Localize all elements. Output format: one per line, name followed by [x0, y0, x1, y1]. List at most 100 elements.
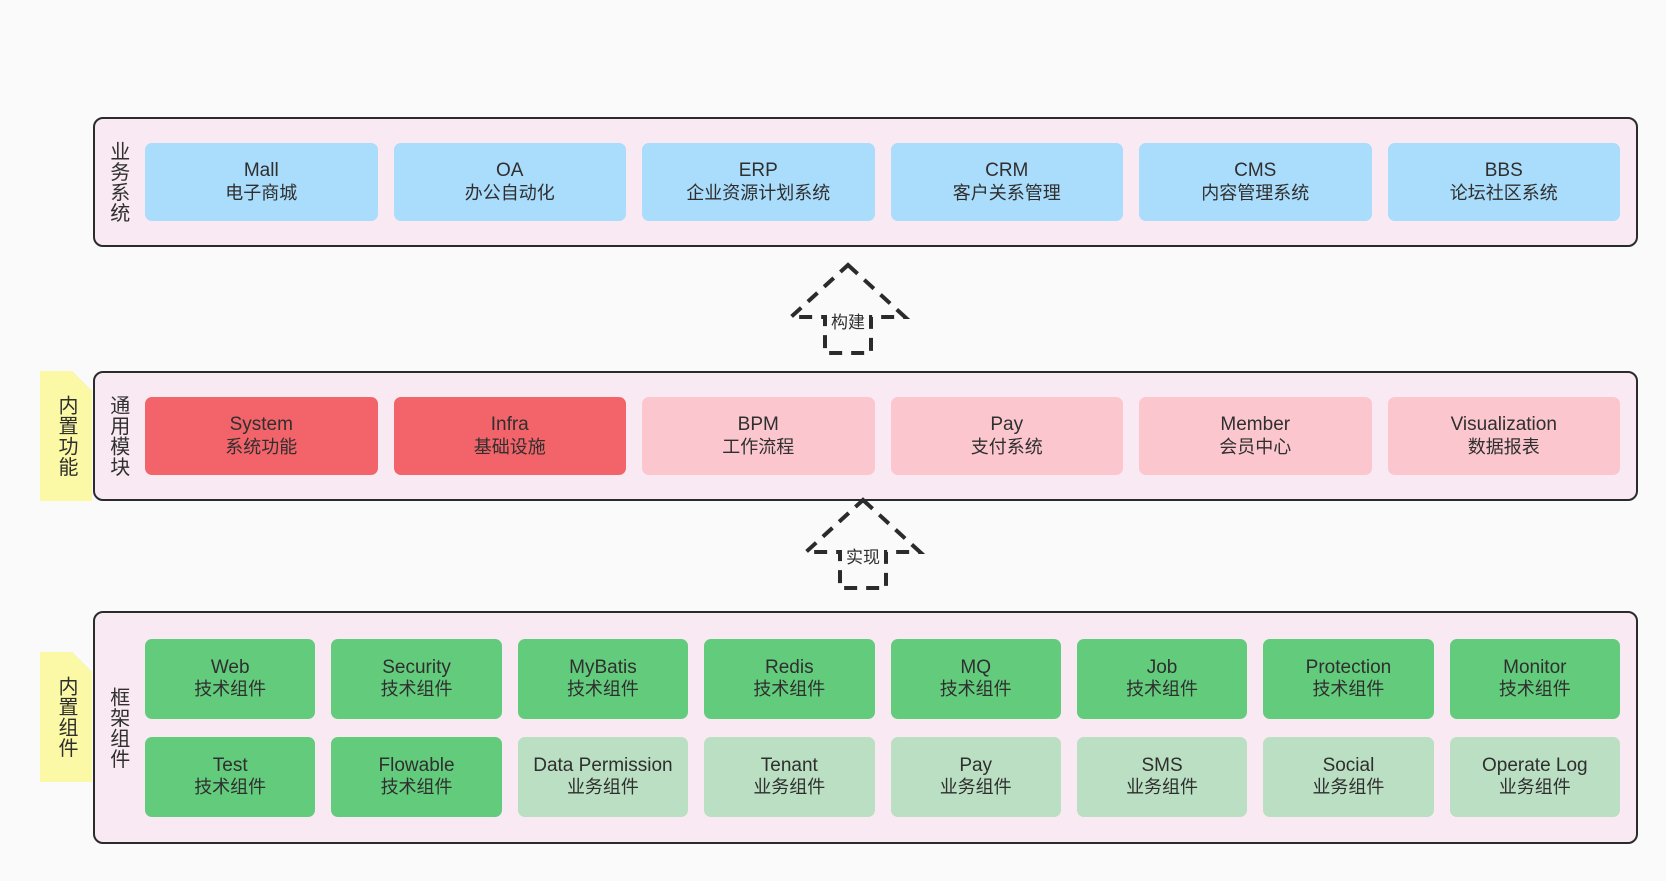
node-subtitle: 工作流程 [722, 436, 795, 457]
node-bbs[interactable]: BBS 论坛社区系统 [1387, 143, 1620, 221]
node-data-permission[interactable]: Data Permission 业务组件 [517, 736, 689, 817]
node-mall[interactable]: Mall 电子商城 [145, 143, 378, 221]
node-subtitle: 技术组件 [1126, 679, 1199, 700]
node-mybatis[interactable]: MyBatis 技术组件 [517, 638, 689, 719]
node-subtitle: 客户关系管理 [952, 182, 1061, 203]
node-title: CMS [1234, 160, 1277, 182]
node-title: System [229, 414, 293, 436]
modules-row: System 系统功能 Infra 基础设施 BPM 工作流程 Pay 支付系统… [145, 397, 1620, 475]
node-title: Test [212, 754, 248, 776]
layer-framework-title: 框架组件 [106, 686, 129, 769]
node-operate-log[interactable]: Operate Log 业务组件 [1449, 736, 1620, 817]
node-subtitle: 业务组件 [753, 777, 826, 798]
node-subtitle: 技术组件 [380, 777, 453, 798]
node-subtitle: 会员中心 [1219, 436, 1292, 457]
node-subtitle: 支付系统 [970, 436, 1043, 457]
node-title: Data Permission [533, 754, 673, 776]
node-sms[interactable]: SMS 业务组件 [1076, 736, 1248, 817]
node-subtitle: 技术组件 [1312, 679, 1385, 700]
node-title: Social [1322, 754, 1375, 776]
node-oa[interactable]: OA 办公自动化 [393, 143, 626, 221]
node-title: Flowable [378, 754, 455, 776]
node-security[interactable]: Security 技术组件 [331, 638, 502, 719]
node-subtitle: 技术组件 [566, 679, 639, 700]
layer-business-title: 业务系统 [106, 141, 129, 223]
node-subtitle: 技术组件 [194, 777, 267, 798]
node-subtitle: 电子商城 [225, 182, 298, 203]
layer-common-modules[interactable]: 通用模块 System 系统功能 Infra 基础设施 BPM 工作流程 Pay… [93, 371, 1638, 501]
connector-build: 构建 [753, 255, 943, 355]
node-pay-component[interactable]: Pay 业务组件 [890, 736, 1061, 817]
node-subtitle: 企业资源计划系统 [686, 182, 831, 203]
node-crm[interactable]: CRM 客户关系管理 [890, 143, 1123, 221]
node-title: Security [382, 656, 451, 678]
dashed-hollow-arrow-icon [800, 497, 926, 590]
node-title: Infra [490, 414, 529, 436]
business-row: Mall 电子商城 OA 办公自动化 ERP 企业资源计划系统 CRM 客户关系… [145, 143, 1620, 221]
dashed-hollow-arrow-icon [785, 262, 911, 355]
connector-realize-label: 实现 [846, 548, 880, 567]
node-subtitle: 业务组件 [566, 777, 639, 798]
node-tenant[interactable]: Tenant 业务组件 [704, 736, 875, 817]
node-erp[interactable]: ERP 企业资源计划系统 [642, 143, 875, 221]
note-built-in-features: 内置功能 [40, 371, 92, 501]
node-infra[interactable]: Infra 基础设施 [393, 397, 626, 475]
node-title: BPM [737, 414, 779, 436]
node-title: MyBatis [569, 656, 637, 678]
node-subtitle: 办公自动化 [464, 182, 555, 203]
node-title: ERP [738, 160, 778, 182]
node-title: Job [1146, 656, 1178, 678]
node-subtitle: 系统功能 [225, 436, 298, 457]
node-title: Visualization [1450, 414, 1557, 436]
node-mq[interactable]: MQ 技术组件 [890, 638, 1061, 719]
node-subtitle: 技术组件 [380, 679, 453, 700]
node-subtitle: 技术组件 [753, 679, 826, 700]
node-title: MQ [960, 656, 991, 678]
node-subtitle: 业务组件 [1126, 777, 1199, 798]
node-title: SMS [1141, 754, 1183, 776]
node-subtitle: 技术组件 [194, 679, 267, 700]
node-title: CRM [985, 160, 1029, 182]
layer-framework-components[interactable]: 框架组件 Web 技术组件 Security 技术组件 MyBatis 技术组件… [93, 611, 1638, 844]
node-redis[interactable]: Redis 技术组件 [704, 638, 875, 719]
note-built-in-components: 内置组件 [40, 652, 92, 782]
layer-modules-body: System 系统功能 Infra 基础设施 BPM 工作流程 Pay 支付系统… [139, 373, 1636, 499]
node-title: Mall [243, 160, 279, 182]
note-label: 内置组件 [55, 676, 77, 758]
node-title: Web [210, 656, 250, 678]
node-flowable[interactable]: Flowable 技术组件 [331, 736, 502, 817]
node-bpm[interactable]: BPM 工作流程 [642, 397, 875, 475]
node-test[interactable]: Test 技术组件 [145, 736, 316, 817]
framework-row-business: Test 技术组件 Flowable 技术组件 Data Permission … [145, 736, 1620, 817]
framework-row-tech: Web 技术组件 Security 技术组件 MyBatis 技术组件 Redi… [145, 638, 1620, 719]
node-job[interactable]: Job 技术组件 [1076, 638, 1248, 719]
node-subtitle: 技术组件 [1498, 679, 1571, 700]
node-monitor[interactable]: Monitor 技术组件 [1449, 638, 1620, 719]
node-title: Member [1220, 414, 1291, 436]
layer-business-systems[interactable]: 业务系统 Mall 电子商城 OA 办公自动化 ERP 企业资源计划系统 CRM… [93, 117, 1638, 247]
node-title: Redis [765, 656, 814, 678]
node-member[interactable]: Member 会员中心 [1139, 397, 1372, 475]
node-visualization[interactable]: Visualization 数据报表 [1387, 397, 1620, 475]
node-title: Operate Log [1481, 754, 1588, 776]
node-cms[interactable]: CMS 内容管理系统 [1139, 143, 1372, 221]
node-subtitle: 业务组件 [939, 777, 1012, 798]
connector-realize: 实现 [768, 490, 958, 590]
node-protection[interactable]: Protection 技术组件 [1263, 638, 1434, 719]
node-title: Protection [1305, 656, 1392, 678]
node-pay[interactable]: Pay 支付系统 [890, 397, 1123, 475]
node-subtitle: 论坛社区系统 [1449, 182, 1558, 203]
node-title: Pay [959, 754, 993, 776]
node-subtitle: 业务组件 [1498, 777, 1571, 798]
note-label: 内置功能 [55, 395, 77, 477]
node-system[interactable]: System 系统功能 [145, 397, 378, 475]
node-title: Monitor [1503, 656, 1567, 678]
node-subtitle: 技术组件 [939, 679, 1012, 700]
node-social[interactable]: Social 业务组件 [1263, 736, 1434, 817]
layer-framework-body: Web 技术组件 Security 技术组件 MyBatis 技术组件 Redi… [139, 613, 1636, 842]
node-subtitle: 基础设施 [473, 436, 546, 457]
node-title: Pay [990, 414, 1024, 436]
node-web[interactable]: Web 技术组件 [145, 638, 316, 719]
node-subtitle: 数据报表 [1467, 436, 1540, 457]
node-title: BBS [1484, 160, 1523, 182]
